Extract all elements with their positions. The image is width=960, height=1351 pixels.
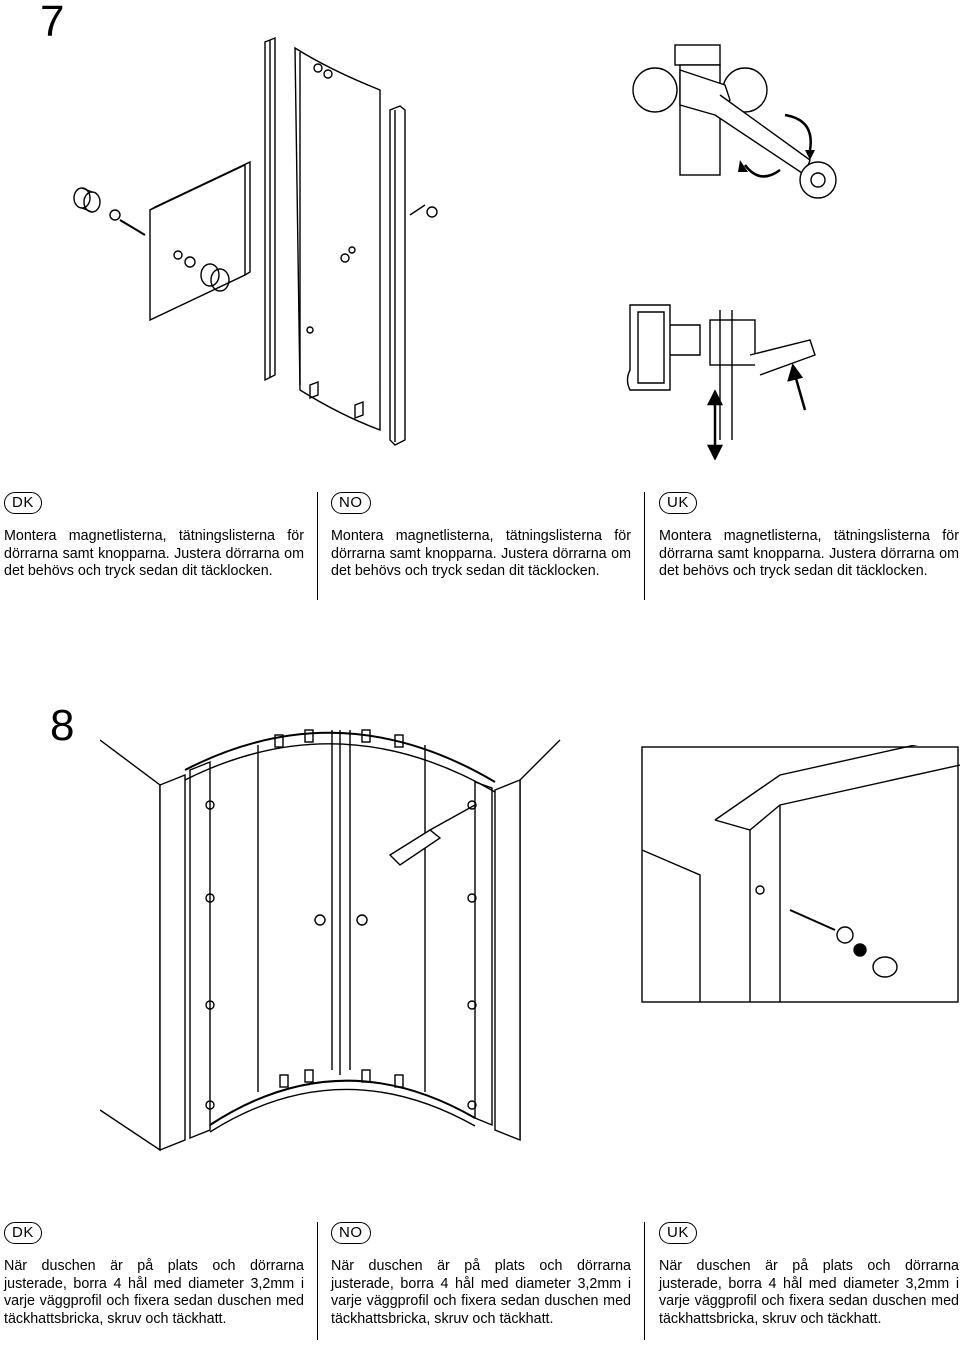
language-badge: DK (4, 492, 42, 514)
instruction-text: När duschen är på plats och dörrarna jus… (659, 1258, 959, 1327)
step7-column-dk: DK Montera magnetlisterna, tätningsliste… (4, 492, 304, 581)
step-7-number: 7 (40, 0, 65, 46)
language-badge: NO (331, 492, 371, 514)
column-divider (317, 1222, 318, 1340)
profile-section-illustration (626, 304, 816, 460)
door-assembly-illustration (73, 36, 438, 446)
language-badge: NO (331, 1222, 371, 1244)
wall-profile-detail-illustration (641, 745, 960, 1003)
step7-column-uk: UK Montera magnetlisterna, tätningsliste… (659, 492, 959, 581)
instruction-text: När duschen är på plats och dörrarna jus… (4, 1258, 304, 1327)
language-badge: UK (659, 492, 697, 514)
instruction-text: Montera magnetlisterna, tätningslisterna… (659, 528, 959, 580)
instruction-text: Montera magnetlisterna, tätningslisterna… (4, 528, 304, 580)
column-divider (317, 492, 318, 600)
instruction-text: När duschen är på plats och dörrarna jus… (331, 1258, 631, 1327)
step7-column-no: NO Montera magnetlisterna, tätningsliste… (331, 492, 631, 581)
step8-column-no: NO När duschen är på plats och dörrarna … (331, 1222, 631, 1328)
language-badge: UK (659, 1222, 697, 1244)
step8-column-dk: DK När duschen är på plats och dörrarna … (4, 1222, 304, 1328)
step8-column-uk: UK När duschen är på plats och dörrarna … (659, 1222, 959, 1328)
instruction-text: Montera magnetlisterna, tätningslisterna… (331, 528, 631, 580)
column-divider (644, 492, 645, 600)
column-divider (644, 1222, 645, 1340)
language-badge: DK (4, 1222, 42, 1244)
wrench-detail-illustration (632, 44, 837, 199)
step-8-number: 8 (50, 701, 75, 750)
shower-enclosure-illustration (100, 729, 561, 1152)
